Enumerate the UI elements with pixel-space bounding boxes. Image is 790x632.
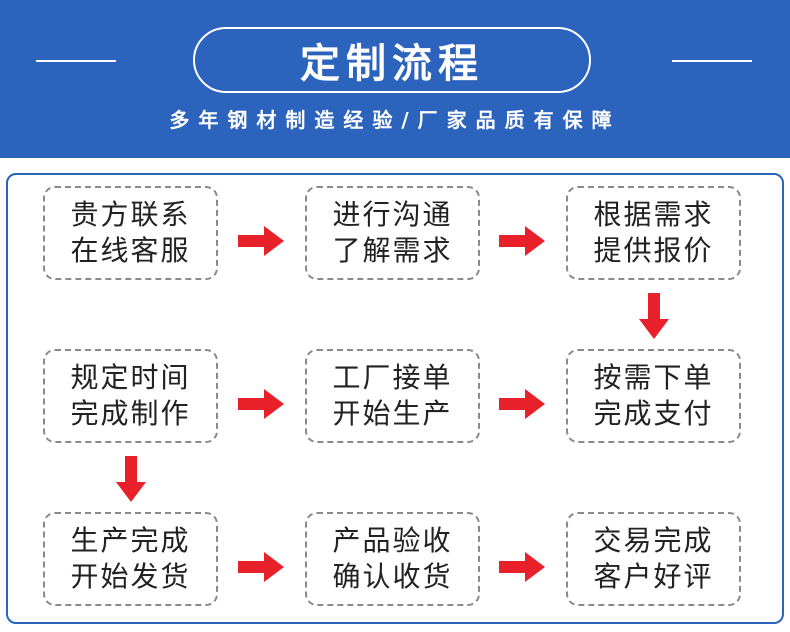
- step-line2: 完成制作: [70, 397, 191, 430]
- step-line2: 开始发货: [70, 560, 191, 593]
- arrow-right-icon: [238, 226, 284, 256]
- step-line2: 确认收货: [332, 560, 453, 593]
- header-left-line: [36, 60, 116, 62]
- step-line1: 产品验收: [332, 524, 453, 557]
- arrow-right-icon: [238, 389, 284, 419]
- step-contact: 贵方联系 在线客服: [43, 186, 218, 280]
- step-line2: 了解需求: [332, 234, 453, 267]
- arrow-down-icon: [639, 293, 669, 339]
- header-right-line: [672, 60, 752, 62]
- step-line2: 客户好评: [593, 560, 714, 593]
- step-shipping: 生产完成 开始发货: [43, 512, 218, 606]
- step-line1: 按需下单: [593, 361, 714, 394]
- step-line2: 完成支付: [593, 397, 714, 430]
- arrow-right-icon: [238, 552, 284, 582]
- title-pill: 定制流程: [193, 27, 591, 93]
- step-line1: 交易完成: [593, 524, 714, 557]
- step-complete: 交易完成 客户好评: [566, 512, 741, 606]
- arrow-down-icon: [116, 456, 146, 502]
- step-factory-order: 工厂接单 开始生产: [305, 349, 480, 443]
- step-line1: 工厂接单: [332, 361, 453, 394]
- arrow-right-icon: [499, 389, 545, 419]
- step-communicate: 进行沟通 了解需求: [305, 186, 480, 280]
- step-line1: 贵方联系: [70, 198, 191, 231]
- step-acceptance: 产品验收 确认收货: [305, 512, 480, 606]
- step-line1: 规定时间: [70, 361, 191, 394]
- step-line2: 提供报价: [593, 234, 714, 267]
- arrow-right-icon: [499, 552, 545, 582]
- arrow-right-icon: [499, 226, 545, 256]
- step-line2: 在线客服: [70, 234, 191, 267]
- page-subtitle: 多年钢材制造经验/厂家品质有保障: [169, 108, 621, 132]
- step-line1: 根据需求: [593, 198, 714, 231]
- step-line2: 开始生产: [332, 397, 453, 430]
- step-line1: 生产完成: [70, 524, 191, 557]
- step-production-time: 规定时间 完成制作: [43, 349, 218, 443]
- page-title: 定制流程: [300, 41, 484, 87]
- header-banner: 定制流程 多年钢材制造经验/厂家品质有保障: [0, 0, 790, 158]
- step-quote: 根据需求 提供报价: [566, 186, 741, 280]
- step-line1: 进行沟通: [332, 198, 453, 231]
- step-order-payment: 按需下单 完成支付: [566, 349, 741, 443]
